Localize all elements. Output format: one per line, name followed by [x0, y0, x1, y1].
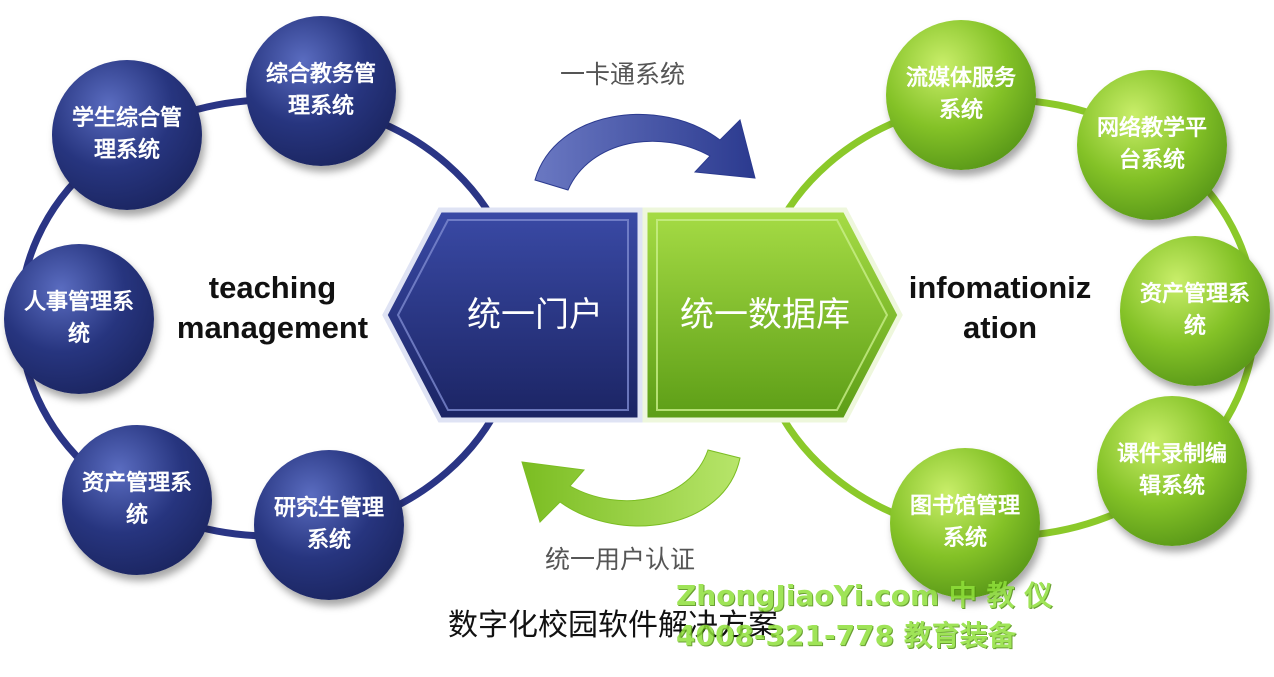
node-graduate-management: 研究生管理系统: [254, 450, 404, 600]
diagram-caption: 数字化校园软件解决方案: [448, 608, 778, 643]
node-hr-management: 人事管理系统: [4, 244, 154, 394]
node-library-management: 图书馆管理系统: [890, 448, 1040, 598]
left-cycle-label-line1: teaching: [208, 270, 337, 305]
node-academic-affairs: 综合教务管理系统: [246, 16, 396, 166]
watermark-line1: ZhongJiaoYi.com 中 教 仪: [676, 579, 1053, 612]
top-arrow-label: 一卡通系统: [560, 60, 686, 89]
right-cycle-label: infomationiz ation: [895, 268, 1105, 348]
right-cycle-label-line2: ation: [962, 310, 1038, 345]
node-asset-management-right-label: 资产管理系统: [1139, 282, 1250, 339]
watermark-line2: 4008-321-778 教育装备: [676, 619, 1016, 652]
right-hex-shape: [642, 207, 903, 423]
bottom-arrow-label: 统一用户认证: [545, 545, 696, 574]
node-courseware-recording-label: 课件录制编辑系统: [1116, 442, 1227, 499]
node-asset-management-left-label: 资产管理系统: [81, 471, 192, 528]
left-hex-shape: [382, 207, 643, 423]
unified-portal-label: 统一门户: [467, 295, 603, 335]
left-cycle-label-line2: management: [176, 310, 369, 345]
bottom-curved-arrow: [521, 449, 741, 527]
node-streaming-media-label: 流媒体服务系统: [905, 66, 1016, 123]
node-student-management-label: 学生综合管理系统: [71, 106, 182, 163]
node-asset-management-left: 资产管理系统: [62, 425, 212, 575]
node-graduate-management-label: 研究生管理系统: [273, 496, 384, 553]
node-asset-management-right: 资产管理系统: [1120, 236, 1270, 386]
unified-database-label: 统一数据库: [680, 295, 850, 335]
right-cycle-label-line1: infomationiz: [908, 270, 1092, 305]
node-library-management-label: 图书馆管理系统: [909, 494, 1020, 551]
node-streaming-media: 流媒体服务系统: [886, 20, 1036, 170]
left-cycle-label: teaching management: [160, 268, 385, 348]
node-hr-management-label: 人事管理系统: [23, 290, 134, 347]
node-courseware-recording: 课件录制编辑系统: [1097, 396, 1247, 546]
node-academic-affairs-label: 综合教务管理系统: [265, 62, 376, 119]
node-online-teaching-label: 网络教学平台系统: [1096, 116, 1207, 173]
top-curved-arrow: [534, 113, 756, 191]
node-student-management: 学生综合管理系统: [52, 60, 202, 210]
node-online-teaching: 网络教学平台系统: [1077, 70, 1227, 220]
